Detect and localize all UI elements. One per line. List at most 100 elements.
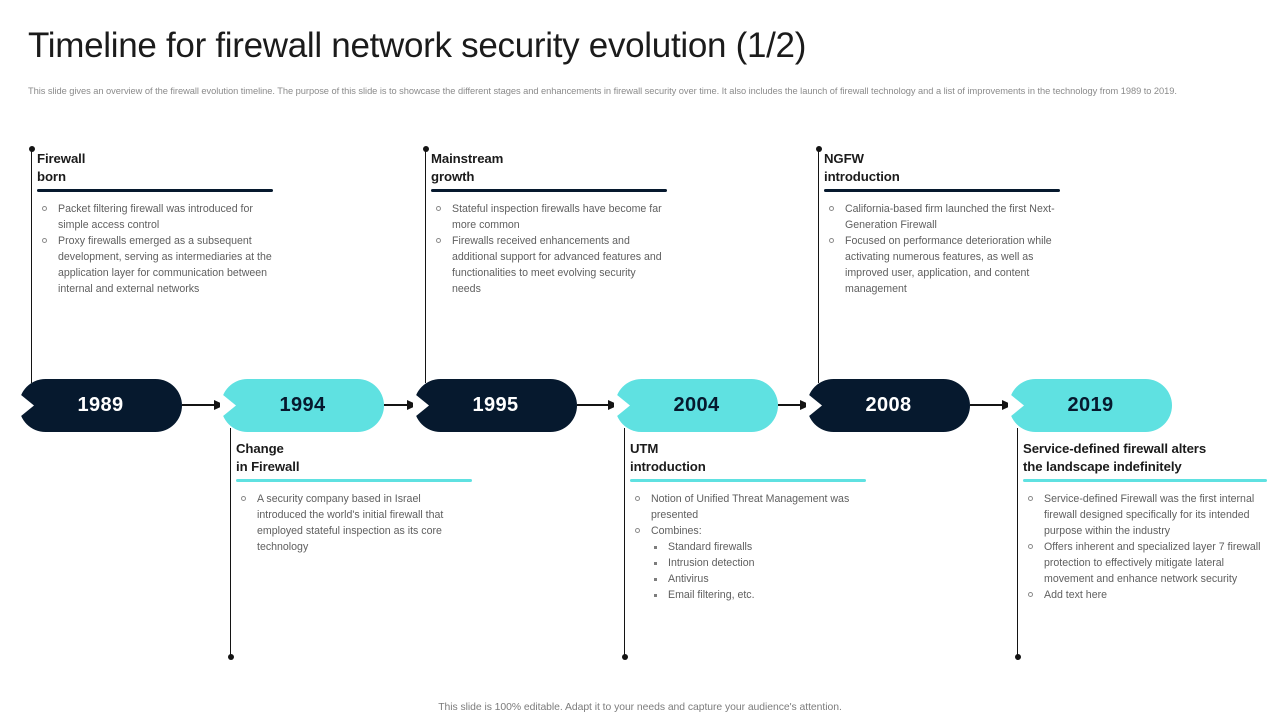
list-item-text: Combines: (651, 525, 702, 538)
timeline-arrow-1989-to-1994 (182, 399, 225, 410)
year-label: 1995 (472, 394, 519, 416)
timeline-dot-1995 (422, 146, 429, 152)
list-item: A security company based in Israel intro… (236, 491, 472, 555)
circle-bullet-icon (436, 237, 442, 244)
timeline-year-pill-1989[interactable]: 1989 (18, 379, 182, 432)
circle-bullet-icon (1028, 591, 1034, 598)
sub-list-item-text: Antivirus (668, 573, 709, 586)
sub-list-item: Antivirus (651, 571, 866, 587)
chevron-right-icon (614, 392, 630, 419)
square-bullet-icon (654, 577, 658, 581)
chevron-right-icon (806, 392, 822, 419)
list-item: Notion of Unified Threat Management was … (630, 491, 866, 523)
timeline-arrow-1994-to-1995 (384, 399, 418, 410)
list-item-text: Focused on performance deterioration whi… (845, 235, 1052, 296)
page-title: Timeline for firewall network security e… (28, 26, 807, 65)
milestone-bullet-list: Service-defined Firewall was the first i… (1023, 491, 1267, 603)
timeline-stem-2008 (818, 148, 820, 383)
milestone-underline (630, 479, 866, 483)
sub-list-item-text: Intrusion detection (668, 557, 755, 570)
list-item: Focused on performance deterioration whi… (824, 233, 1060, 297)
milestone-card-1994: Change in Firewall A security company bas… (236, 440, 472, 555)
milestone-heading: Firewall born (37, 151, 86, 184)
sub-list-item: Intrusion detection (651, 555, 866, 571)
timeline-year-pill-2019[interactable]: 2019 (1008, 379, 1172, 432)
milestone-bullet-list: Stateful inspection firewalls have becom… (431, 201, 667, 297)
milestone-underline (37, 189, 273, 193)
chevron-right-icon (220, 392, 236, 419)
milestone-underline (236, 479, 472, 483)
year-label: 1994 (279, 394, 326, 416)
list-item-text: Service-defined Firewall was the first i… (1044, 493, 1255, 538)
list-item-text: Add text here (1044, 589, 1108, 602)
sub-list-item-text: Email filtering, etc. (668, 589, 755, 602)
list-item-text: Stateful inspection firewalls have becom… (452, 203, 662, 232)
list-item: Offers inherent and specialized layer 7 … (1023, 539, 1267, 587)
chevron-right-icon (413, 392, 429, 419)
timeline-stem-1989 (31, 148, 33, 383)
circle-bullet-icon (635, 495, 641, 502)
timeline-stem-1994 (230, 428, 232, 656)
year-label: 2004 (673, 394, 720, 416)
list-item: California-based firm launched the first… (824, 201, 1060, 233)
circle-bullet-icon (829, 205, 835, 212)
circle-bullet-icon (42, 205, 48, 212)
milestone-card-2019: Service-defined firewall alters the land… (1023, 440, 1267, 603)
timeline-dot-2019 (1014, 654, 1021, 660)
timeline-arrow-2004-to-2008 (778, 399, 811, 410)
circle-bullet-icon (1028, 543, 1034, 550)
chevron-right-icon (1008, 392, 1024, 419)
sub-list-item: Standard firewalls (651, 539, 866, 555)
milestone-heading: Mainstream growth (431, 151, 504, 184)
timeline-year-pill-2004[interactable]: 2004 (614, 379, 778, 432)
milestone-heading: NGFW introduction (824, 151, 900, 184)
list-item-text: Packet filtering firewall was introduced… (58, 203, 253, 232)
milestone-underline (824, 189, 1060, 193)
square-bullet-icon (654, 593, 658, 597)
list-item: Add text here (1023, 587, 1267, 603)
chevron-right-icon (18, 392, 34, 419)
footer-note: This slide is 100% editable. Adapt it to… (438, 702, 842, 713)
timeline-stem-1995 (425, 148, 427, 383)
circle-bullet-icon (635, 527, 641, 534)
timeline-dot-1989 (28, 146, 35, 152)
list-item-text: Proxy firewalls emerged as a subsequent … (58, 235, 272, 296)
milestone-heading: Service-defined firewall alters the land… (1023, 441, 1207, 474)
timeline-year-pill-1994[interactable]: 1994 (220, 379, 384, 432)
list-item: Firewalls received enhancements and addi… (431, 233, 667, 297)
milestone-heading: Change in Firewall (236, 441, 300, 474)
list-item: Proxy firewalls emerged as a subsequent … (37, 233, 273, 297)
square-bullet-icon (654, 561, 658, 565)
list-item-text: California-based firm launched the first… (845, 203, 1055, 232)
slide-description: This slide gives an overview of the fire… (28, 86, 1177, 96)
timeline-stem-2004 (624, 428, 626, 656)
circle-bullet-icon (829, 237, 835, 244)
timeline-stem-2019 (1017, 428, 1019, 656)
list-item-text: A security company based in Israel intro… (257, 493, 444, 554)
milestone-bullet-list: Notion of Unified Threat Management was … (630, 491, 866, 603)
timeline-year-pill-1995[interactable]: 1995 (413, 379, 577, 432)
milestone-bullet-list: California-based firm launched the first… (824, 201, 1060, 297)
list-item-text: Firewalls received enhancements and addi… (452, 235, 662, 296)
year-label: 2008 (865, 394, 912, 416)
sub-list-item-text: Standard firewalls (668, 541, 753, 554)
list-item-text: Offers inherent and specialized layer 7 … (1044, 541, 1261, 586)
circle-bullet-icon (241, 495, 247, 502)
timeline-arrow-1995-to-2004 (577, 399, 619, 410)
list-item: Stateful inspection firewalls have becom… (431, 201, 667, 233)
timeline-arrow-2008-to-2019 (970, 399, 1013, 410)
milestone-underline (1023, 479, 1267, 483)
timeline-dot-2008 (815, 146, 822, 152)
timeline-year-pill-2008[interactable]: 2008 (806, 379, 970, 432)
circle-bullet-icon (436, 205, 442, 212)
milestone-heading: UTM introduction (630, 441, 706, 474)
list-item: Service-defined Firewall was the first i… (1023, 491, 1267, 539)
list-item-text: Notion of Unified Threat Management was … (651, 493, 850, 522)
year-label: 1989 (77, 394, 124, 416)
